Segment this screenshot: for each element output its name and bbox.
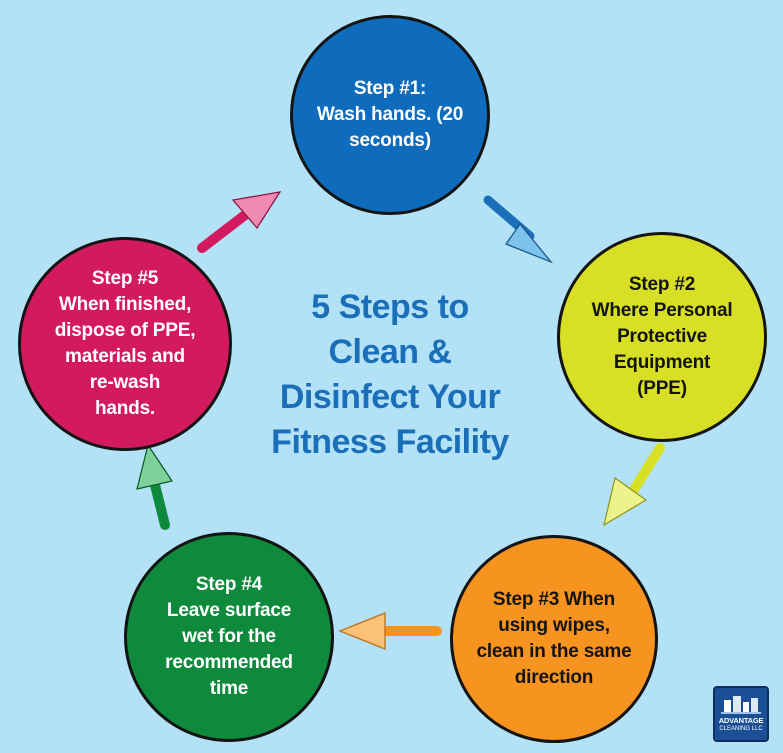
- step-5-line-1: Step #5: [91, 268, 159, 289]
- step-1-circle: Step #1: Wash hands. (20 seconds): [290, 15, 490, 215]
- step-2-line-1: Step #2: [628, 274, 696, 295]
- step-5-line-6: hands.: [94, 398, 156, 419]
- step-4-line-3: wet for the: [182, 626, 276, 647]
- arrow-head: [603, 476, 648, 527]
- step-2-line-4: Equipment: [613, 352, 711, 373]
- step-1-line-3: seconds): [349, 130, 431, 151]
- step-2-line-2: Where Personal: [591, 300, 733, 321]
- arrow-shaft: [197, 210, 250, 253]
- arrow-head: [505, 223, 553, 264]
- arrow-head: [231, 191, 282, 230]
- step-2-circle: Step #2 Where Personal Protective Equipm…: [557, 232, 767, 442]
- step-4-line-1: Step #4: [195, 574, 263, 595]
- title-line-3: Disinfect Your: [279, 378, 501, 416]
- arrow-step1-to-step2: [483, 195, 553, 264]
- step-3-circle: Step #3 When using wipes, clean in the s…: [450, 535, 658, 743]
- step-2-line-5: (PPE): [637, 378, 687, 399]
- company-logo: ADVANTAGE CLEANING LLC: [713, 686, 769, 742]
- step-3-line-4: direction: [514, 667, 594, 688]
- arrow-step5-to-step1: [197, 191, 282, 253]
- logo-brand: ADVANTAGE: [718, 716, 764, 725]
- arrow-step2-to-step3: [603, 443, 665, 527]
- title-line-1: 5 Steps to: [311, 288, 469, 326]
- step-3-line-2: using wipes,: [498, 615, 610, 636]
- title-line-4: Fitness Facility: [271, 423, 509, 461]
- step-5-line-4: materials and: [65, 346, 185, 367]
- arrow-step3-to-step4: [338, 612, 442, 650]
- arrow-head: [338, 612, 386, 650]
- step-3-line-1: Step #3 When: [492, 589, 616, 610]
- arrow-step4-to-step5: [136, 443, 173, 530]
- building-icon: [721, 696, 761, 714]
- step-5-line-3: dispose of PPE,: [54, 320, 196, 341]
- diagram-title: 5 Steps to Clean & Disinfect Your Fitnes…: [250, 285, 530, 465]
- step-4-circle: Step #4 Leave surface wet for the recomm…: [124, 532, 334, 742]
- step-5-line-5: re-wash: [89, 372, 161, 393]
- step-4-line-4: recommended: [165, 652, 293, 673]
- step-2-line-3: Protective: [617, 326, 707, 347]
- arrow-head: [136, 443, 173, 490]
- title-line-2: Clean &: [328, 333, 452, 371]
- step-5-circle: Step #5 When finished, dispose of PPE, m…: [18, 237, 232, 451]
- arrow-shaft: [625, 443, 665, 501]
- step-4-line-2: Leave surface: [166, 600, 292, 621]
- step-1-line-2: Wash hands. (20: [316, 104, 464, 125]
- step-3-line-3: clean in the same: [476, 641, 632, 662]
- step-5-line-2: When finished,: [58, 294, 192, 315]
- step-1-line-1: Step #1:: [353, 78, 427, 99]
- arrow-shaft: [150, 480, 170, 530]
- logo-subtitle: CLEANING LLC: [719, 726, 763, 732]
- step-4-line-5: time: [209, 678, 249, 699]
